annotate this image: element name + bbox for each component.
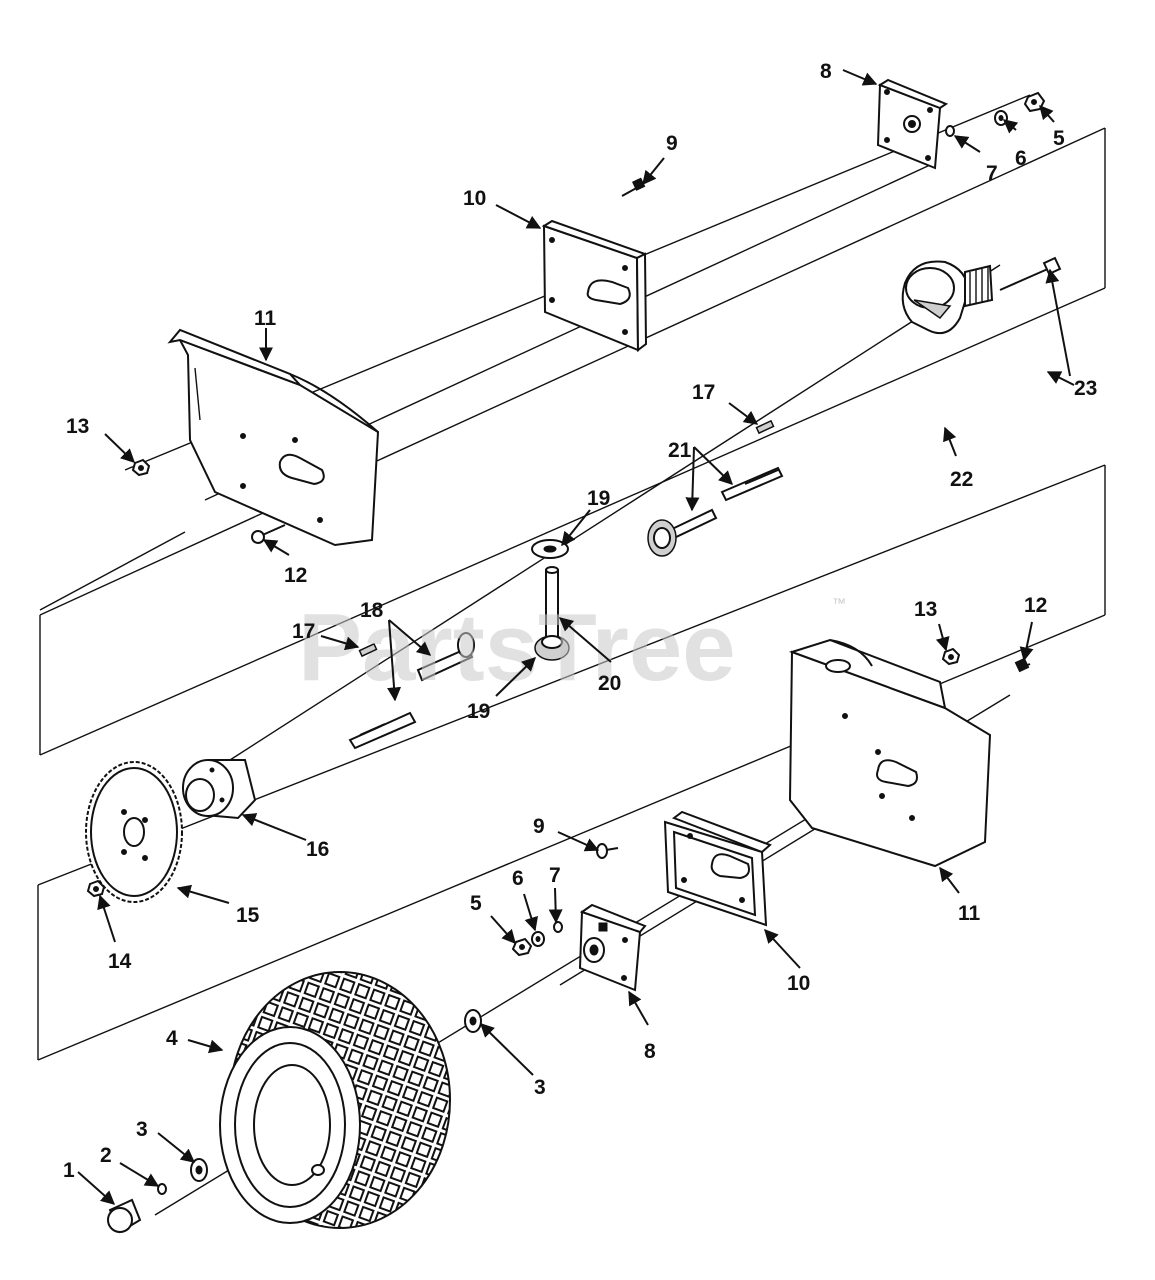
watermark-trademark: ™ — [832, 595, 846, 611]
callout-2: 2 — [100, 1144, 112, 1167]
tire-and-wheel — [219, 971, 451, 1229]
sprocket-nut — [86, 879, 106, 898]
callout-18: 18 — [360, 599, 384, 622]
bevel-gear-upper — [647, 519, 677, 557]
drive-sprocket — [85, 761, 183, 903]
callout-7-upper: 7 — [986, 162, 998, 185]
callout-5-upper: 5 — [1053, 127, 1065, 150]
thrust-washer-upper — [531, 539, 569, 559]
callout-4: 4 — [166, 1027, 178, 1050]
leader-arrows — [77, 69, 1075, 1205]
callout-5-lower: 5 — [470, 892, 482, 915]
callout-22: 22 — [950, 468, 973, 491]
screw-upper-left — [251, 524, 286, 544]
callout-13-lower: 13 — [914, 598, 937, 621]
hardware-upper-right — [945, 91, 1046, 137]
callout-19-upper: 19 — [587, 487, 610, 510]
roll-pin-lower — [358, 642, 378, 658]
mounting-plate-lower — [663, 810, 772, 927]
callout-14: 14 — [108, 950, 132, 973]
hardware-lower-right — [941, 647, 1031, 673]
callout-8-upper: 8 — [820, 60, 832, 83]
callout-17-upper: 17 — [692, 381, 715, 404]
callout-16: 16 — [306, 838, 329, 861]
differential-housing — [901, 260, 994, 334]
axle-shafts-lower — [348, 632, 475, 750]
callout-9-upper: 9 — [666, 132, 678, 155]
callout-17-lower: 17 — [292, 620, 315, 643]
bolt-upper — [621, 177, 646, 197]
callout-10-lower: 10 — [787, 972, 810, 995]
callout-6-lower: 6 — [512, 867, 524, 890]
roll-pin-upper — [755, 419, 775, 435]
callout-10-upper: 10 — [463, 187, 486, 210]
callout-19-lower: 19 — [467, 700, 490, 723]
bolt-lower — [596, 843, 619, 859]
callout-1: 1 — [63, 1159, 75, 1182]
callout-labels: 8 5 6 7 9 10 11 13 12 17 21 23 22 19 17 … — [63, 60, 1097, 1182]
callout-12-lower: 12 — [1024, 594, 1047, 617]
callout-15: 15 — [236, 904, 260, 927]
callout-9-lower: 9 — [533, 815, 545, 838]
hardware-lower-left — [107, 1158, 208, 1234]
callout-21: 21 — [668, 439, 692, 462]
watermark-text: PartsTree — [298, 594, 736, 701]
callout-8-lower: 8 — [644, 1040, 656, 1063]
axle-housing-lower — [788, 638, 992, 868]
callout-13-upper: 13 — [66, 415, 89, 438]
callout-3-center: 3 — [534, 1076, 546, 1099]
pinion-gear-lower — [534, 635, 570, 661]
callout-20: 20 — [598, 672, 621, 695]
callout-3-left: 3 — [136, 1118, 148, 1141]
callout-23: 23 — [1074, 377, 1097, 400]
nut-upper-left — [131, 458, 151, 477]
washer-center — [464, 1009, 482, 1033]
bearing-plate-upper — [876, 78, 949, 170]
hardware-lower-center — [511, 921, 563, 957]
axle-housing-upper — [167, 328, 380, 547]
watermark: PartsTree ™ — [298, 594, 846, 701]
callout-7-lower: 7 — [549, 864, 561, 887]
axle-shafts-upper — [668, 466, 784, 540]
callout-12-upper: 12 — [284, 564, 307, 587]
mounting-plate-upper — [541, 219, 648, 352]
callout-11-lower: 11 — [958, 902, 981, 925]
callout-11-upper: 11 — [254, 307, 277, 330]
pinion-shaft — [545, 566, 559, 641]
sprocket-hub — [182, 759, 257, 820]
bearing-plate-lower — [578, 903, 647, 992]
callout-6-upper: 6 — [1015, 147, 1027, 170]
